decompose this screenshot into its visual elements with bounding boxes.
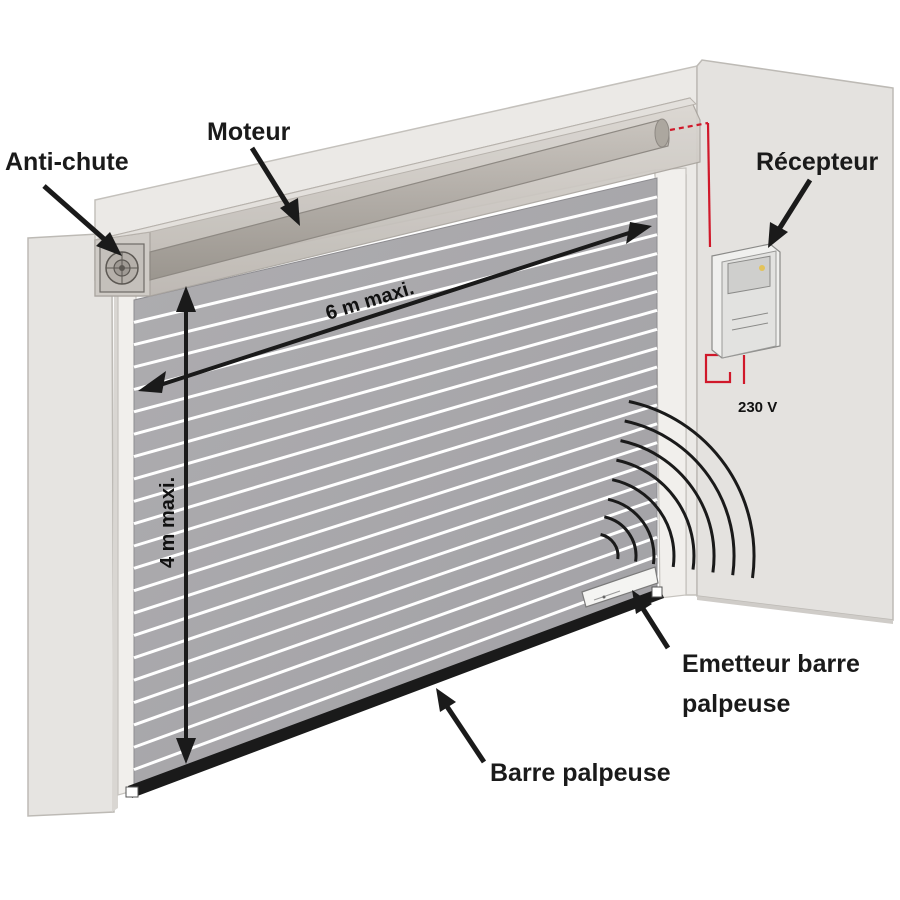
door-slat-line [133, 422, 658, 593]
emetteur-label-line1: Emetteur barre [682, 650, 860, 678]
recepteur-label: Récepteur [756, 148, 879, 176]
right-wall [696, 59, 894, 624]
radio-wave-arc [603, 515, 638, 562]
wireless-signal-icon [600, 400, 756, 579]
door-slat-line [133, 498, 658, 682]
door-slat-line [133, 460, 658, 637]
motor-tube [149, 118, 670, 281]
door-slat-line [133, 195, 658, 324]
radio-wave-arc [607, 497, 656, 565]
receiver-box-icon [711, 243, 781, 359]
radio-wave-arc [620, 439, 716, 573]
height-dimension-arrow [176, 286, 196, 764]
door-slat-line [133, 214, 658, 347]
door-slat-line [133, 384, 658, 548]
door-slat-line [133, 479, 658, 660]
emitter-device [581, 566, 659, 608]
door-slat-line [133, 516, 658, 704]
door-slat-line [133, 346, 658, 503]
emetteur-label-line2: palpeuse [682, 690, 790, 718]
left-wall [27, 232, 118, 817]
bottom-safety-edge [125, 586, 664, 798]
moteur-label: Moteur [207, 118, 291, 146]
door-slat-line [133, 403, 658, 570]
door-slat-line [133, 554, 658, 749]
radio-wave-arc [624, 419, 736, 576]
callout-arrows [42, 146, 813, 764]
barre-palpeuse-label: Barre palpeuse [490, 759, 671, 787]
radio-wave-arc [600, 533, 620, 560]
voltage-label: 230 V [738, 399, 777, 416]
radio-wave-arc [628, 400, 756, 579]
door-slat-line [133, 573, 658, 772]
height-dimension-label: 4 m maxi. [157, 477, 179, 568]
gear-icon [99, 243, 145, 293]
door-slat-line [133, 365, 658, 526]
door-slat-lines [133, 195, 658, 772]
door-slat-line [133, 308, 658, 458]
door-slat-line [133, 271, 658, 414]
radio-wave-arc [611, 478, 676, 568]
door-slat-line [133, 441, 658, 615]
door-slat-line [133, 327, 658, 481]
anti-chute-label: Anti-chute [5, 148, 129, 176]
power-wires [669, 121, 746, 384]
width-dimension-arrow [138, 222, 652, 393]
door-slat-line [133, 233, 658, 369]
radio-wave-arc [616, 458, 696, 570]
door-slat-line [133, 535, 658, 727]
door-slat-line [133, 290, 658, 436]
